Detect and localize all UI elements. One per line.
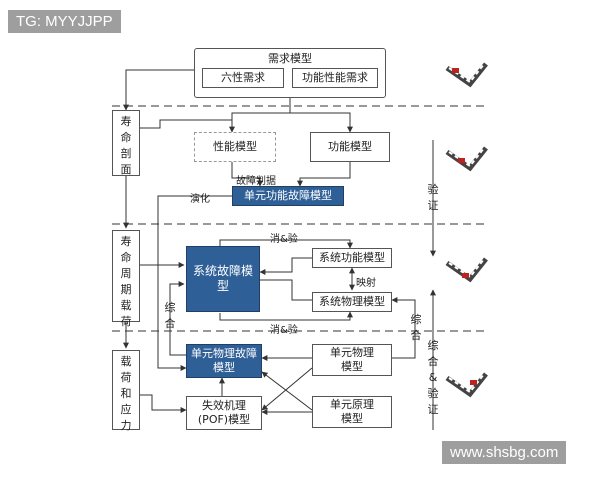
v-icon-1 xyxy=(445,62,488,88)
verify-label: 验证 xyxy=(427,183,439,212)
func-model-box: 功能模型 xyxy=(310,132,390,162)
life-cycle-load-box: 寿命周期载荷 xyxy=(112,230,140,328)
sys-fault-box: 系统故障模型 xyxy=(186,246,260,312)
sys-func-box: 系统功能模型 xyxy=(312,248,392,268)
synthesize-right-label: 综合 xyxy=(410,313,422,342)
pof-label: 失效机理(POF)模型 xyxy=(197,399,251,426)
demand-model-group xyxy=(194,48,386,98)
sys-fault-label: 系统故障模型 xyxy=(192,264,253,293)
v-icon-2 xyxy=(445,146,488,172)
life-cycle-load-label: 寿命周期载荷 xyxy=(120,235,132,328)
v-icon-3 xyxy=(445,257,488,283)
pof-box: 失效机理(POF)模型 xyxy=(186,396,262,430)
sys-phys-box: 系统物理模型 xyxy=(312,292,392,312)
synth-verify-label: 综合&验证 xyxy=(427,339,439,416)
watermark-top: TG: MYYJJPP xyxy=(8,10,121,33)
unit-phys-fault-box: 单元物理故障模型 xyxy=(186,344,262,378)
v-icon-4 xyxy=(445,372,488,398)
six-demand-box: 六性需求 xyxy=(202,68,284,88)
synthesize-left-label: 综合 xyxy=(164,301,176,330)
func-perf-demand-box: 功能性能需求 xyxy=(292,68,378,88)
fault-judge-label: 故障判据 xyxy=(236,176,276,187)
eliminate-verify-top-label: 消&验 xyxy=(270,234,298,245)
watermark-bottom: www.shsbg.com xyxy=(442,441,567,464)
perf-model-box: 性能模型 xyxy=(194,132,276,162)
unit-phys-box: 单元物理模型 xyxy=(312,344,392,376)
evolve-label: 演化 xyxy=(190,194,210,205)
demand-model-title: 需求模型 xyxy=(268,52,312,65)
life-profile-box: 寿命剖面 xyxy=(112,110,140,176)
mapping-label: 映射 xyxy=(356,278,376,289)
eliminate-verify-bottom-label: 消&验 xyxy=(270,325,298,336)
life-profile-label: 寿命剖面 xyxy=(120,115,132,176)
load-stress-label: 载荷和应力 xyxy=(120,355,132,432)
load-stress-box: 载荷和应力 xyxy=(112,350,140,432)
unit-phys-fault-label: 单元物理故障模型 xyxy=(191,347,257,374)
unit-principle-label: 单元原理模型 xyxy=(330,398,374,425)
unit-phys-label: 单元物理模型 xyxy=(330,346,374,373)
unit-principle-box: 单元原理模型 xyxy=(312,396,392,428)
unit-func-fault-box: 单元功能故障模型 xyxy=(232,186,344,206)
